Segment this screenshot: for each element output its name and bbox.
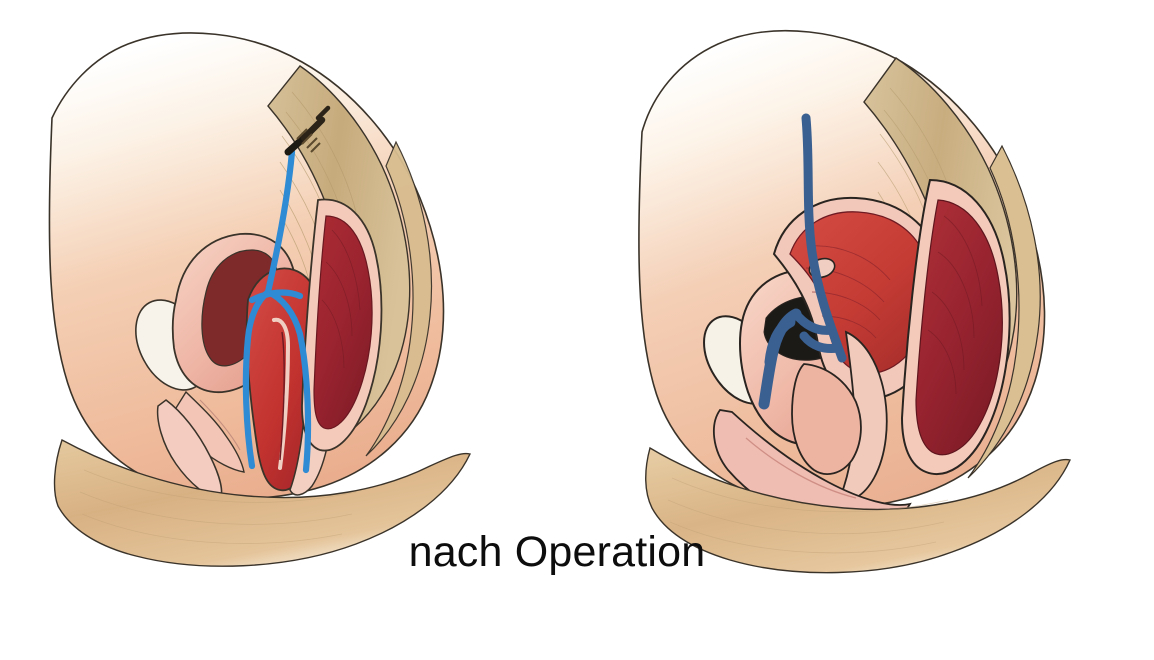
pelvis-diagram-right	[638, 29, 1071, 574]
rectum-left	[301, 198, 383, 452]
figure-caption: nach Operation	[0, 527, 1154, 577]
rectum-right	[900, 178, 1011, 475]
mesh-branch-lower-right	[799, 331, 843, 353]
panel-post-operative	[600, 0, 1154, 660]
mesh-stem-left	[264, 148, 296, 296]
surgical-mesh-left	[242, 148, 312, 474]
pelvis-diagram-left	[48, 32, 471, 567]
vagina-right	[791, 330, 888, 501]
thigh-right	[645, 446, 1071, 574]
bone-anchor-screw-left	[284, 105, 331, 156]
caption-text: nach Operation	[408, 528, 706, 576]
mesh-fork-anterior-left	[242, 288, 272, 470]
thigh-left	[53, 438, 471, 567]
mesh-fork-posterior-left	[264, 288, 312, 474]
uterus-right	[772, 196, 947, 400]
mesh-cross-strap-left	[248, 289, 304, 304]
panel-pre-operative	[0, 0, 540, 660]
surgical-mesh-anchor-right	[758, 308, 802, 410]
